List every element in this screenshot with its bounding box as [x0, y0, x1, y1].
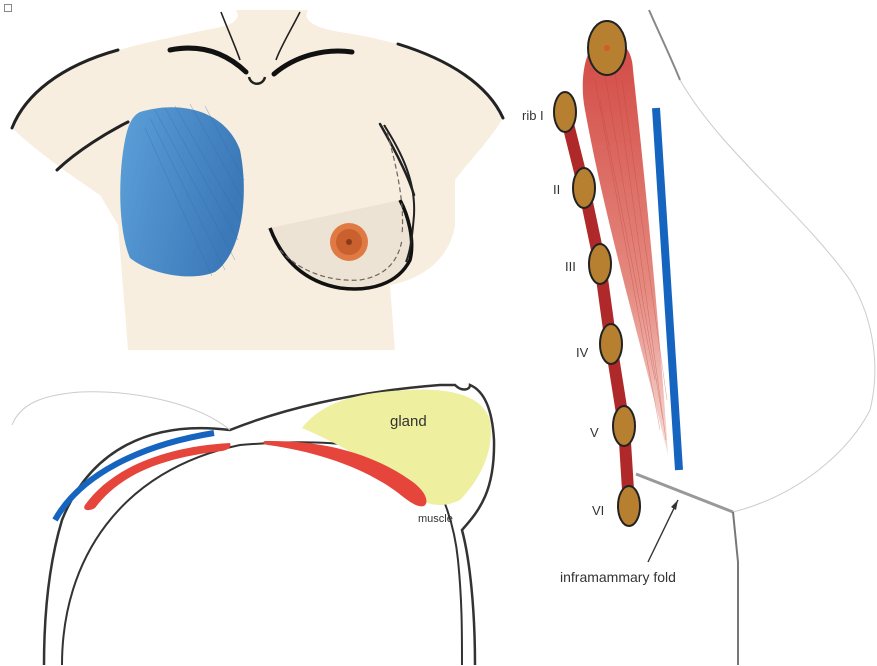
fold-pointer-arrowhead — [671, 500, 678, 510]
back-contour-top — [649, 10, 680, 80]
torso-front-view — [12, 10, 503, 350]
rib-6-label: VI — [592, 503, 604, 518]
rib-1-oval — [554, 92, 576, 132]
body-contour-below — [733, 512, 738, 665]
rib-4-label: IV — [576, 345, 589, 360]
rib-2-oval — [573, 168, 595, 208]
rib-4-oval — [600, 324, 622, 364]
inframammary-fold-line — [636, 474, 733, 512]
muscle-origin-dot — [604, 45, 610, 51]
rib-3-label: III — [565, 259, 576, 274]
rib-3-oval — [589, 244, 611, 284]
fascia-blue-line — [55, 433, 214, 520]
gland-label: gland — [390, 413, 427, 430]
rib-2-label: II — [553, 182, 560, 197]
rib-6-oval — [618, 486, 640, 526]
inframammary-fold-label: inframammary fold — [560, 569, 676, 585]
rib-5-label: V — [590, 425, 599, 440]
pectoralis-blue-patch — [120, 107, 244, 276]
rib-1-label: rib I — [522, 108, 544, 123]
nipple — [346, 239, 352, 245]
breast-side-contour — [680, 80, 875, 512]
lateral-breast-view: rib I II III IV V VI inframammary fold — [522, 10, 875, 665]
breast-cross-section: gland muscle — [12, 385, 494, 665]
muscle-label: muscle — [418, 513, 453, 525]
skin-fold-left — [12, 392, 230, 430]
rib-5-oval — [613, 406, 635, 446]
fold-pointer-line — [648, 500, 678, 562]
